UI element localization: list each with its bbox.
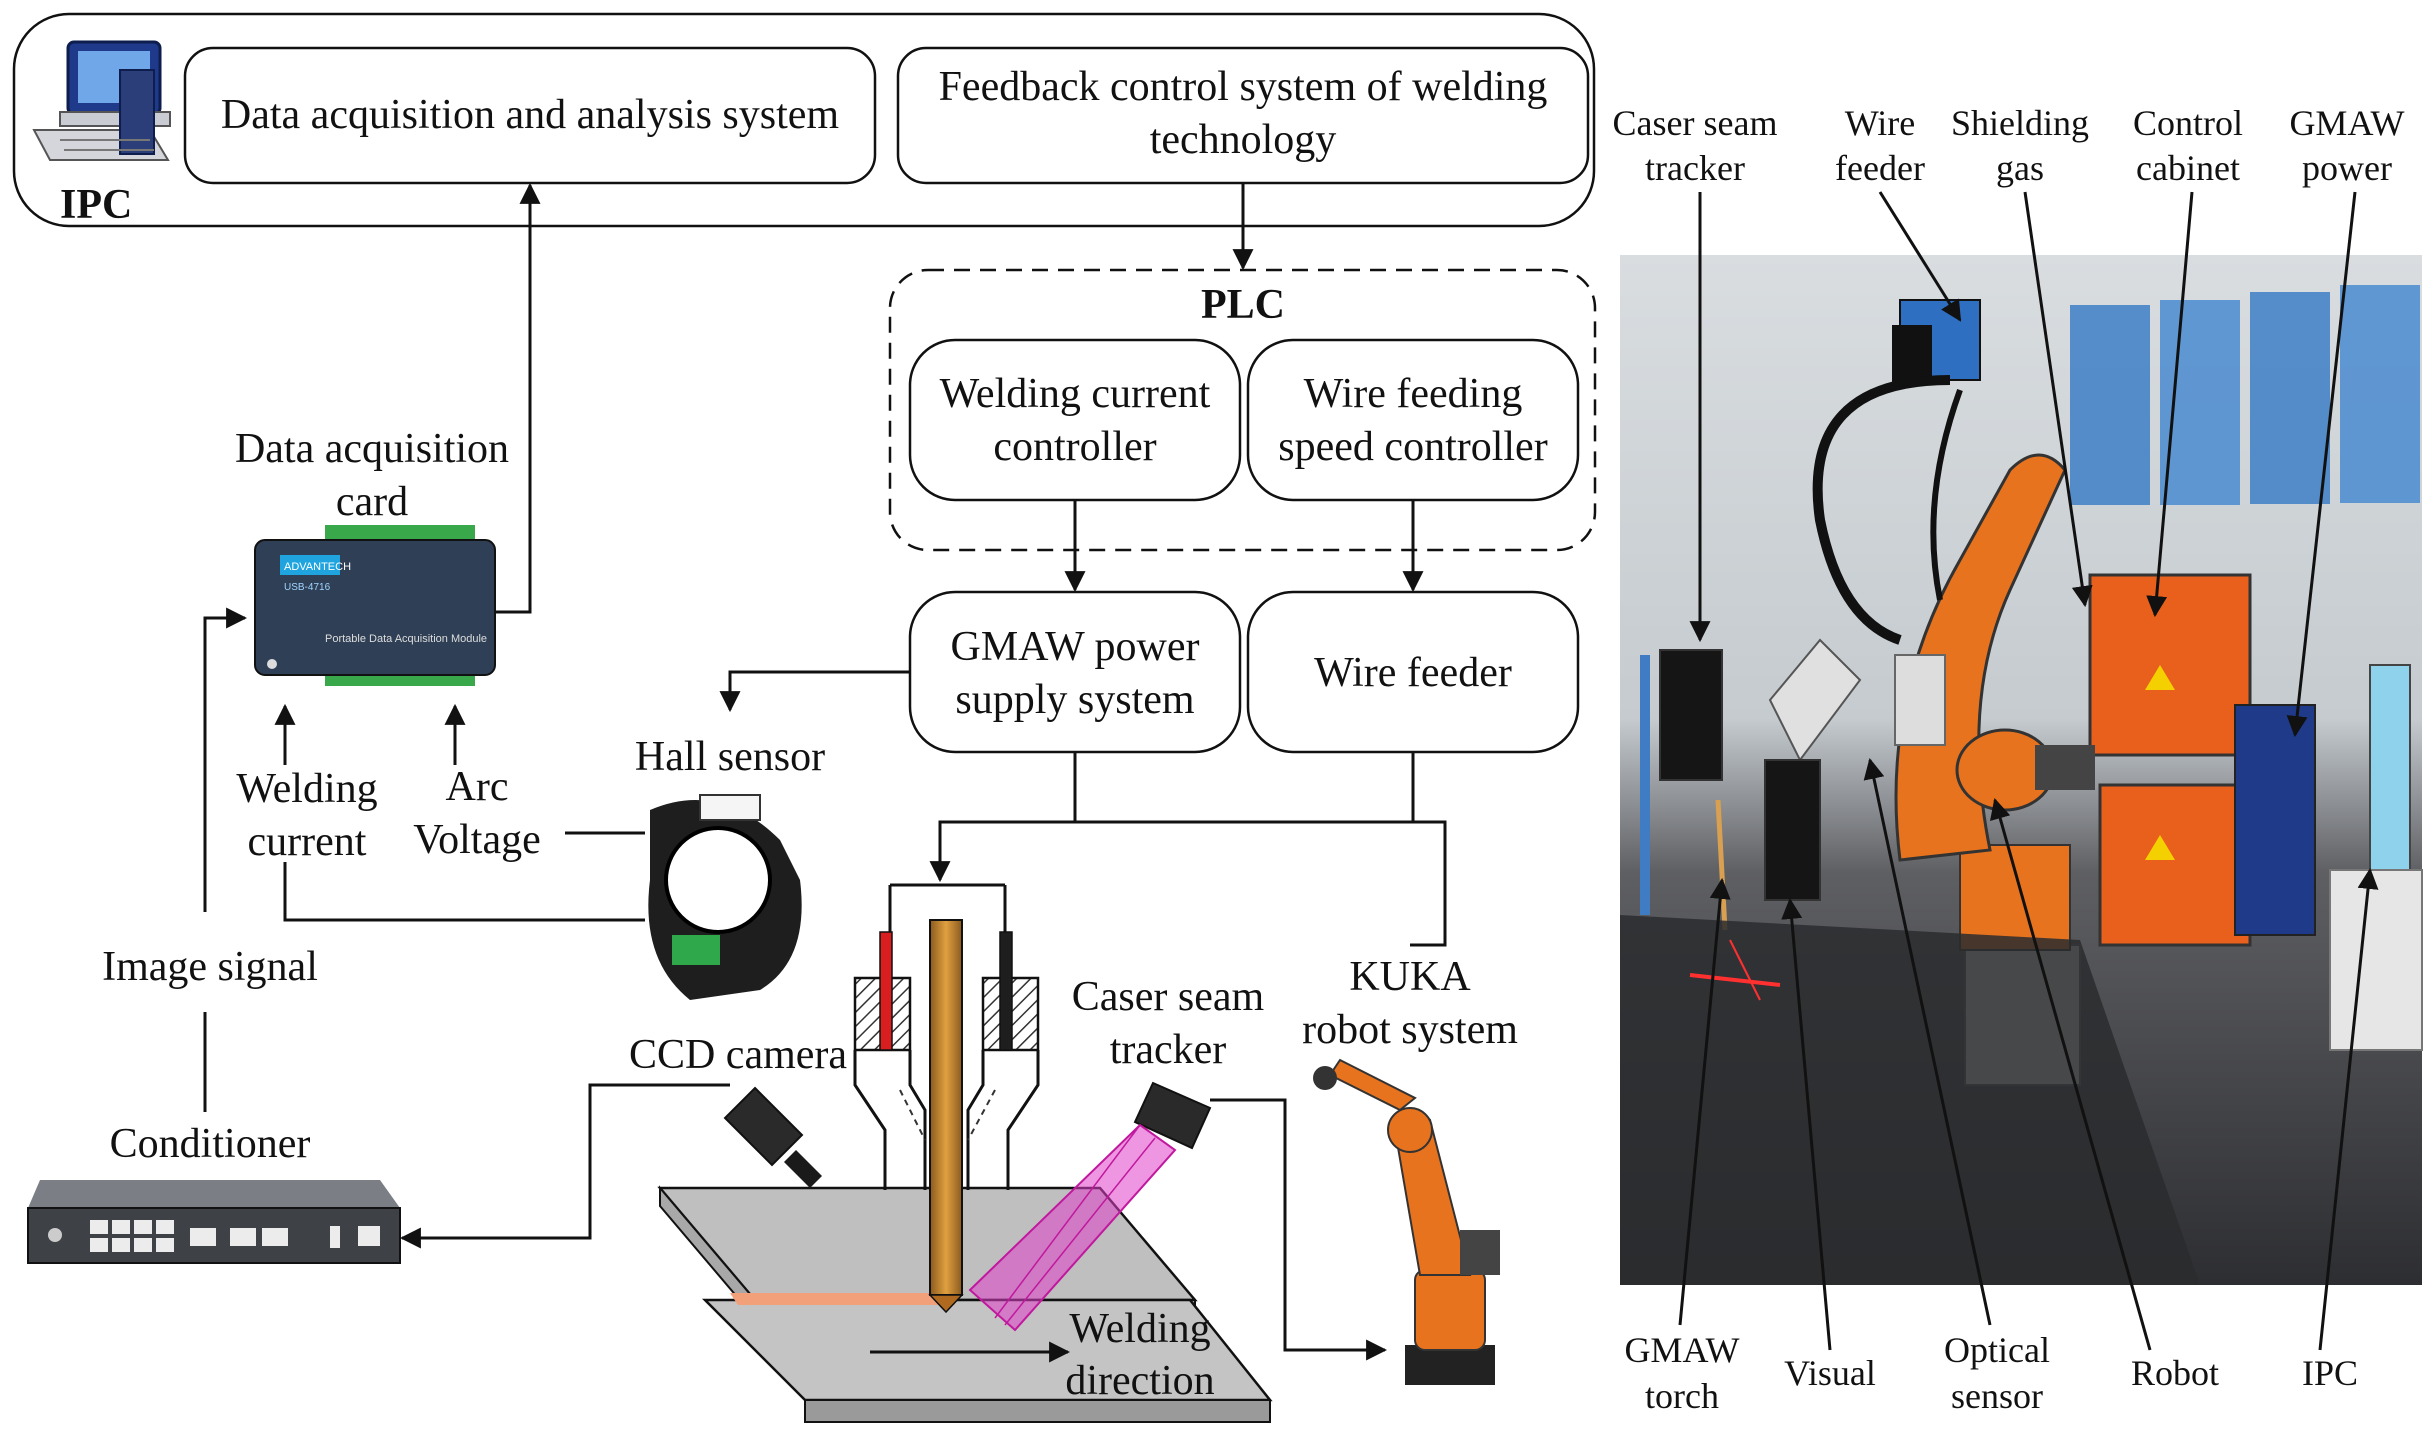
- photo-bottom-label-5a: IPC: [2302, 1353, 2358, 1393]
- workcell-photo: [1620, 255, 2423, 1285]
- photo-top-label-4b: cabinet: [2136, 148, 2240, 188]
- power-supply-label-1: GMAW power: [951, 624, 1200, 670]
- feedback-control-label-2: technology: [1150, 117, 1337, 163]
- daq-caption-label: Portable Data Acquisition Module: [325, 633, 487, 645]
- seam-tracker-label-2: tracker: [1110, 1027, 1227, 1073]
- arrow-daq-to-data-system: [495, 182, 541, 614]
- welding-direction-label-1: Welding: [1069, 1306, 1210, 1352]
- plc-group: PLC Welding current controller Wire feed…: [888, 268, 1597, 552]
- photo-bottom-label-3a: Optical: [1944, 1330, 2050, 1370]
- computer-icon: [32, 40, 171, 161]
- photo-top-label-5b: power: [2302, 148, 2392, 188]
- wire-speed-controller-box: [1246, 338, 1580, 502]
- daq-card-device: ADVANTECH USB-4716 Portable Data Acquisi…: [254, 525, 496, 686]
- photo-top-label-1a: Caser seam: [1613, 103, 1778, 143]
- welding-current-controller-label-2: controller: [993, 424, 1156, 470]
- kuka-robot-icon: [1313, 1058, 1500, 1385]
- conditioner-device: [27, 1180, 401, 1264]
- arrow-to-torch: [929, 820, 1075, 883]
- conditioner-label: Conditioner: [110, 1121, 311, 1167]
- seam-tracker-device: [968, 1081, 1212, 1332]
- plc-frame: [888, 268, 1597, 552]
- arrow-tracker-to-robot: [1210, 1098, 1388, 1361]
- workpiece: [657, 1185, 1273, 1423]
- photo-top-label-3b: gas: [1996, 148, 2044, 188]
- photo-leader-lines: [1678, 191, 2379, 1351]
- photo-bottom-label-2a: Visual: [1784, 1353, 1876, 1393]
- ccd-camera-label: CCD camera: [629, 1032, 847, 1078]
- hall-sensor-label: Hall sensor: [635, 734, 825, 780]
- photo-labels-bottom: GMAW torch Visual Optical sensor Robot I…: [1624, 1330, 2358, 1416]
- arrow-ccd-to-conditioner: [399, 1083, 730, 1249]
- wire-speed-controller-label-2: speed controller: [1278, 424, 1547, 470]
- ipc-panel: IPC Data acquisition and analysis system…: [12, 12, 1596, 228]
- photo-bottom-label-3b: sensor: [1951, 1376, 2043, 1416]
- feedback-control-label-1: Feedback control system of welding: [939, 64, 1548, 110]
- image-signal-bg: [90, 938, 330, 988]
- welding-current-controller-box: [908, 338, 1242, 502]
- photo-top-label-5a: GMAW: [2289, 103, 2404, 143]
- photo-top-label-4a: Control: [2133, 103, 2243, 143]
- welding-direction-label-2: direction: [1065, 1358, 1214, 1404]
- kuka-robot-label-1: KUKA: [1349, 954, 1471, 1000]
- wire-feeder-label: Wire feeder: [1314, 650, 1512, 696]
- wire-speed-controller-label-1: Wire feeding: [1304, 371, 1523, 417]
- photo-top-label-1b: tracker: [1645, 148, 1745, 188]
- seam-tracker-label-1: Caser seam: [1072, 974, 1265, 1020]
- photo-top-label-2b: feeder: [1835, 148, 1925, 188]
- photo-seam-tracker: [1659, 649, 1723, 781]
- image-signal-label: Image signal: [102, 944, 318, 990]
- arrow-image-to-daq: [203, 607, 248, 912]
- line-power-feeder-join: [1073, 752, 1415, 824]
- photo-bottom-label-4a: Robot: [2131, 1353, 2219, 1393]
- daq-brand-label: ADVANTECH: [284, 561, 351, 573]
- torch: [853, 883, 1040, 1314]
- line-hall-to-current: [283, 862, 645, 922]
- photo-control-cabinet: [2088, 573, 2252, 757]
- data-acquisition-system-label: Data acquisition and analysis system: [221, 92, 840, 138]
- arrow-power-to-hall: [719, 670, 910, 713]
- welding-current-controller-label-1: Welding current: [940, 371, 1211, 417]
- plc-title: PLC: [1201, 282, 1285, 328]
- arc-voltage-label-2: Voltage: [413, 817, 541, 863]
- photo-bottom-label-1a: GMAW: [1624, 1330, 1739, 1370]
- photo-bottom-label-1b: torch: [1645, 1376, 1719, 1416]
- photo-top-label-3a: Shielding: [1951, 103, 2089, 143]
- kuka-robot-label-2: robot system: [1302, 1007, 1518, 1053]
- arc-voltage-label-1: Arc: [446, 764, 509, 810]
- daq-card-label-2: card: [336, 479, 408, 525]
- ipc-label: IPC: [60, 182, 132, 228]
- power-supply-box: [908, 590, 1242, 754]
- photo-top-label-2a: Wire: [1845, 103, 1916, 143]
- daq-model-label: USB-4716: [284, 582, 331, 593]
- ccd-camera-device: [723, 1086, 822, 1188]
- line-feeder-to-robot: [1410, 820, 1447, 947]
- photo-labels-top: Caser seam tracker Wire feeder Shielding…: [1613, 103, 2405, 188]
- weld-bead: [730, 1293, 955, 1305]
- daq-card-label-1: Data acquisition: [235, 426, 509, 472]
- hall-sensor-device: [648, 794, 802, 1000]
- power-supply-label-2: supply system: [955, 677, 1195, 723]
- welding-current-label-1: Welding: [236, 766, 377, 812]
- welding-current-label-2: current: [248, 819, 367, 865]
